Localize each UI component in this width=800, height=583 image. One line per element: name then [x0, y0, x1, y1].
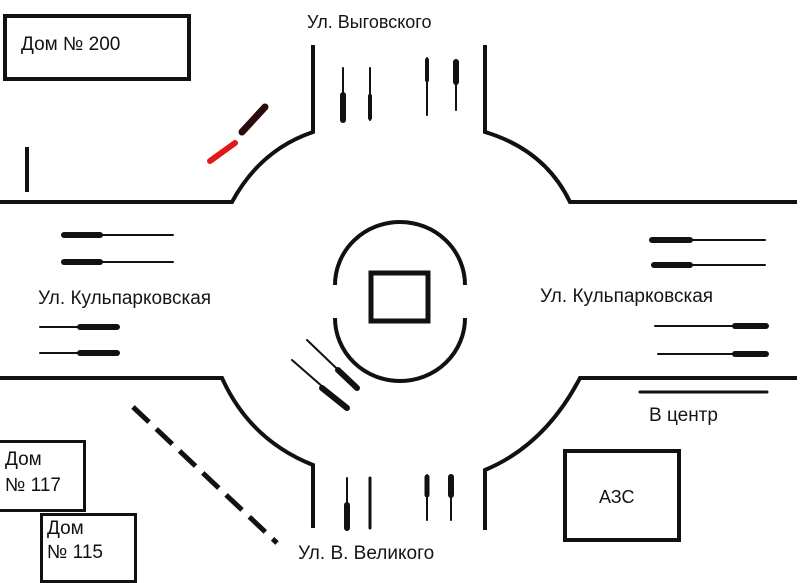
road-edge-bottom-left [0, 376, 315, 528]
building-label-line1: Дом [5, 449, 42, 470]
building-house-117: Дом № 117 [0, 440, 86, 512]
street-label-west: Ул. Кульпарковская [38, 288, 212, 309]
street-label-east: Ул. Кульпарковская [540, 286, 714, 307]
gas-station: АЗС [563, 449, 681, 542]
building-label-line2: № 115 [47, 542, 103, 563]
gas-station-label: АЗС [599, 487, 635, 507]
street-label-south: Ул. В. Великого [298, 543, 435, 564]
roundabout-bottom-arc [333, 317, 467, 383]
building-label-line1: Дом [47, 518, 84, 539]
building-house-200: Дом № 200 [3, 14, 191, 81]
direction-label: В центр [649, 405, 718, 426]
building-label-line2: № 117 [5, 475, 61, 496]
road-edge-bottom-right [483, 376, 797, 530]
building-label: Дом № 200 [21, 34, 121, 55]
lane-arrows [39, 57, 769, 531]
crosswalk-dashed [131, 405, 279, 545]
building-house-115: Дом № 115 [40, 513, 137, 583]
pedestrian-signal [207, 103, 269, 164]
roundabout-island [368, 270, 431, 324]
street-label-north: Ул. Выговского [307, 12, 432, 32]
road-edge-top-right [483, 45, 797, 204]
roundabout-top-arc [333, 220, 467, 286]
road-edge-top-left [0, 45, 315, 204]
